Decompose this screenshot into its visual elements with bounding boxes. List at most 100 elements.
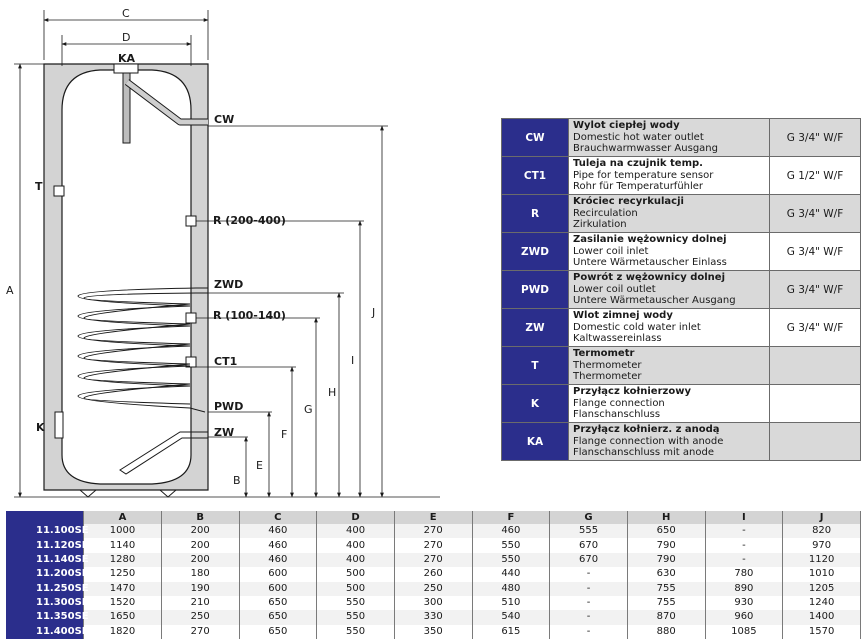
connection-description: Tuleja na czujnik temp.Pipe for temperat… bbox=[568, 156, 770, 195]
dimension-cell: 550 bbox=[472, 538, 551, 553]
dimension-cell: 1820 bbox=[83, 624, 162, 639]
dimension-cell: 670 bbox=[549, 538, 628, 553]
connection-thread: G 1/2" W/F bbox=[769, 156, 861, 195]
dimension-cell: 650 bbox=[239, 595, 318, 611]
dimension-cell: 1400 bbox=[782, 610, 861, 625]
label-k: K bbox=[36, 421, 45, 434]
dimension-cell: 820 bbox=[782, 524, 861, 539]
connection-thread: G 3/4" W/F bbox=[769, 118, 861, 157]
dim-label-i: I bbox=[351, 354, 354, 367]
description-en: Recirculation bbox=[573, 207, 638, 219]
flange-k-stub bbox=[54, 411, 64, 439]
dimension-cell: 400 bbox=[316, 538, 395, 553]
dimension-header: C bbox=[239, 511, 318, 524]
dim-label-a: A bbox=[6, 284, 14, 297]
dimension-cell: 1000 bbox=[83, 524, 162, 539]
dimension-header: A bbox=[83, 511, 162, 524]
dimension-cell: 400 bbox=[316, 552, 395, 568]
model-cell: 11.250SE bbox=[6, 581, 89, 596]
connection-thread: G 3/4" W/F bbox=[769, 194, 861, 233]
dimension-cell: 870 bbox=[627, 610, 706, 625]
description-pl: Wlot zimnej wody bbox=[573, 310, 673, 322]
description-en: Domestic hot water outlet bbox=[573, 131, 704, 143]
dimension-cell: 270 bbox=[161, 624, 240, 639]
dimension-header: E bbox=[394, 511, 473, 524]
dimension-cell: 200 bbox=[161, 538, 240, 553]
dimension-cell: 650 bbox=[239, 624, 318, 639]
thermometer-stub bbox=[53, 185, 65, 197]
port-label-ct1: CT1 bbox=[214, 355, 237, 368]
dimension-cell: 1140 bbox=[83, 538, 162, 553]
dimension-cell: 1470 bbox=[83, 581, 162, 596]
port-label-r-200-400: R (200-400) bbox=[213, 214, 286, 227]
dimension-cell: 300 bbox=[394, 595, 473, 611]
dimension-header: F bbox=[472, 511, 551, 524]
r1-stub bbox=[185, 215, 197, 227]
dimension-cell: 460 bbox=[472, 524, 551, 539]
dimension-cell: 460 bbox=[239, 538, 318, 553]
description-pl: Zasilanie wężownicy dolnej bbox=[573, 234, 727, 246]
port-label-r-100-140: R (100-140) bbox=[213, 309, 286, 322]
description-en: Domestic cold water inlet bbox=[573, 321, 701, 333]
dimension-cell: - bbox=[549, 581, 628, 596]
dim-label-e: E bbox=[256, 459, 263, 472]
dimension-header: G bbox=[549, 511, 628, 524]
connection-thread: G 3/4" W/F bbox=[769, 232, 861, 271]
r2-stub bbox=[185, 312, 197, 324]
dimension-cell: 510 bbox=[472, 595, 551, 611]
dimension-cell: - bbox=[549, 595, 628, 611]
description-de: Kaltwassereinlass bbox=[573, 333, 662, 345]
dim-label-h: H bbox=[328, 386, 336, 399]
dimension-cell: 1240 bbox=[782, 595, 861, 611]
dimension-cell: 755 bbox=[627, 595, 706, 611]
description-pl: Termometr bbox=[573, 348, 635, 360]
connection-code: KA bbox=[501, 422, 569, 461]
dimension-cell: 180 bbox=[161, 567, 240, 582]
dimension-cell: 1650 bbox=[83, 610, 162, 625]
heating-coil bbox=[77, 287, 208, 475]
connection-thread bbox=[769, 346, 861, 385]
connection-code: K bbox=[501, 384, 569, 423]
dimension-cell: 1120 bbox=[782, 552, 861, 568]
connection-thread bbox=[769, 422, 861, 461]
dim-label-c: C bbox=[122, 7, 130, 20]
dimension-cell: 1010 bbox=[782, 567, 861, 582]
dim-label-b: B bbox=[233, 474, 241, 487]
connection-code: R bbox=[501, 194, 569, 233]
dim-label-g: G bbox=[304, 403, 313, 416]
dimension-cell: - bbox=[705, 524, 784, 539]
dimension-cell: 270 bbox=[394, 524, 473, 539]
description-de: Rohr für Temperaturfühler bbox=[573, 181, 704, 193]
description-pl: Króciec recyrkulacji bbox=[573, 196, 684, 208]
dimension-cell: 615 bbox=[472, 624, 551, 639]
dimension-cell: 250 bbox=[161, 610, 240, 625]
description-en: Pipe for temperature sensor bbox=[573, 169, 714, 181]
dimension-cell: 540 bbox=[472, 610, 551, 625]
dimension-cell: 270 bbox=[394, 538, 473, 553]
dimension-cell: 1205 bbox=[782, 581, 861, 596]
anode-rod bbox=[122, 72, 131, 144]
dimension-header: I bbox=[705, 511, 784, 524]
dimension-cell: 790 bbox=[627, 552, 706, 568]
dimension-cell: 1280 bbox=[83, 552, 162, 568]
model-cell: 11.200SE bbox=[6, 567, 89, 582]
connection-code: T bbox=[501, 346, 569, 385]
connection-code: CW bbox=[501, 118, 569, 157]
dimension-cell: 880 bbox=[627, 624, 706, 639]
connection-thread: G 3/4" W/F bbox=[769, 270, 861, 309]
port-label-ka: KA bbox=[118, 52, 136, 65]
dimension-cell: 970 bbox=[782, 538, 861, 553]
port-label-zwd: ZWD bbox=[214, 278, 243, 291]
